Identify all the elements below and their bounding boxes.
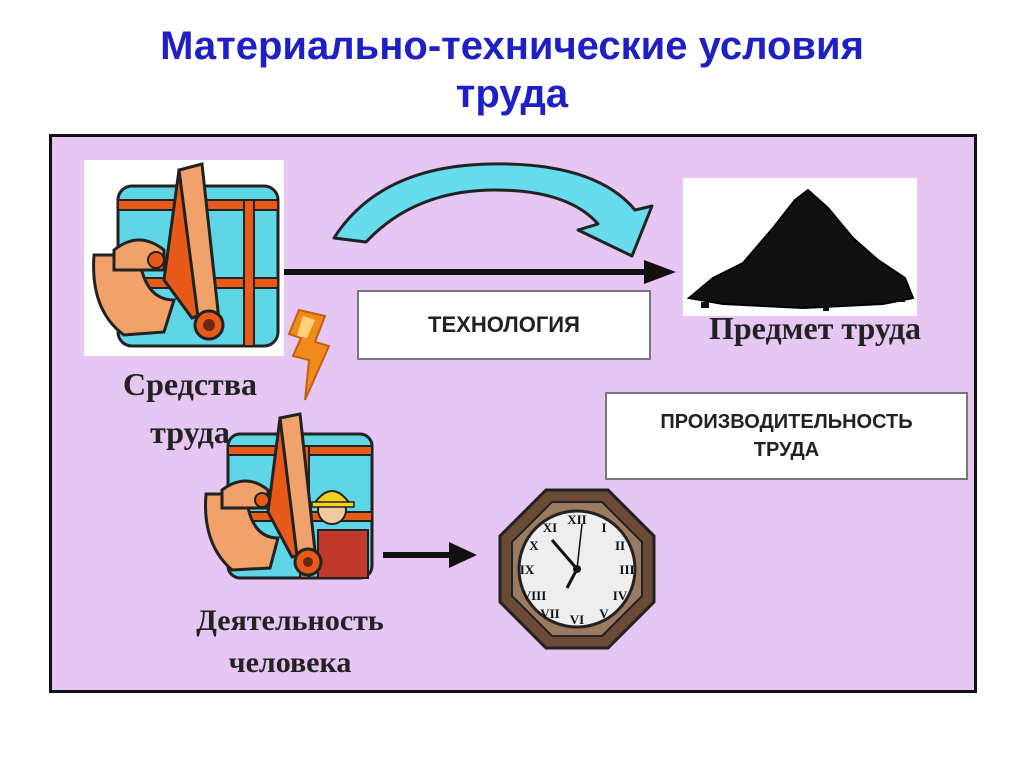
means-of-labor-label: Средства труда — [100, 360, 280, 456]
curved-arrow-icon — [332, 162, 654, 258]
title-line-2: труда — [455, 72, 569, 116]
page-title: Материально-технические условия труда — [0, 22, 1024, 118]
svg-text:XII: XII — [567, 512, 587, 527]
svg-text:V: V — [599, 606, 609, 621]
svg-text:X: X — [529, 538, 539, 553]
clock-icon: XII VI III IX I II IV V VII VIII X XI — [498, 488, 656, 650]
svg-text:II: II — [615, 538, 625, 553]
svg-text:VIII: VIII — [522, 588, 547, 603]
productivity-line-1: ПРОИЗВОДИТЕЛЬНОСТЬ — [660, 411, 913, 433]
svg-text:XI: XI — [543, 520, 557, 535]
activity-line-1: Деятельность — [196, 604, 384, 637]
means-line-1: Средства — [122, 366, 258, 402]
svg-text:IX: IX — [520, 562, 535, 577]
coal-pile-icon — [683, 178, 917, 316]
productivity-box: ПРОИЗВОДИТЕЛЬНОСТЬ ТРУДА — [605, 392, 968, 480]
subject-of-labor-label: Предмет труда — [708, 310, 922, 346]
technology-box: ТЕХНОЛОГИЯ — [357, 290, 651, 360]
excavator-with-worker-icon — [204, 412, 374, 580]
activity-line-2: человека — [228, 646, 352, 679]
svg-text:III: III — [619, 562, 634, 577]
arrow-to-clock — [383, 542, 477, 568]
technology-label: ТЕХНОЛОГИЯ — [428, 312, 580, 337]
productivity-line-2: ТРУДА — [753, 439, 820, 461]
svg-text:VI: VI — [570, 612, 584, 627]
svg-text:IV: IV — [613, 588, 628, 603]
svg-text:VII: VII — [540, 606, 560, 621]
arrow-to-subject — [284, 260, 676, 284]
title-line-1: Материально-технические условия — [160, 24, 864, 68]
lightning-icon — [287, 308, 331, 401]
excavator-icon — [84, 160, 284, 356]
svg-text:I: I — [601, 520, 606, 535]
means-line-2: труда — [150, 414, 230, 450]
human-activity-label: Деятельность человека — [170, 600, 410, 684]
